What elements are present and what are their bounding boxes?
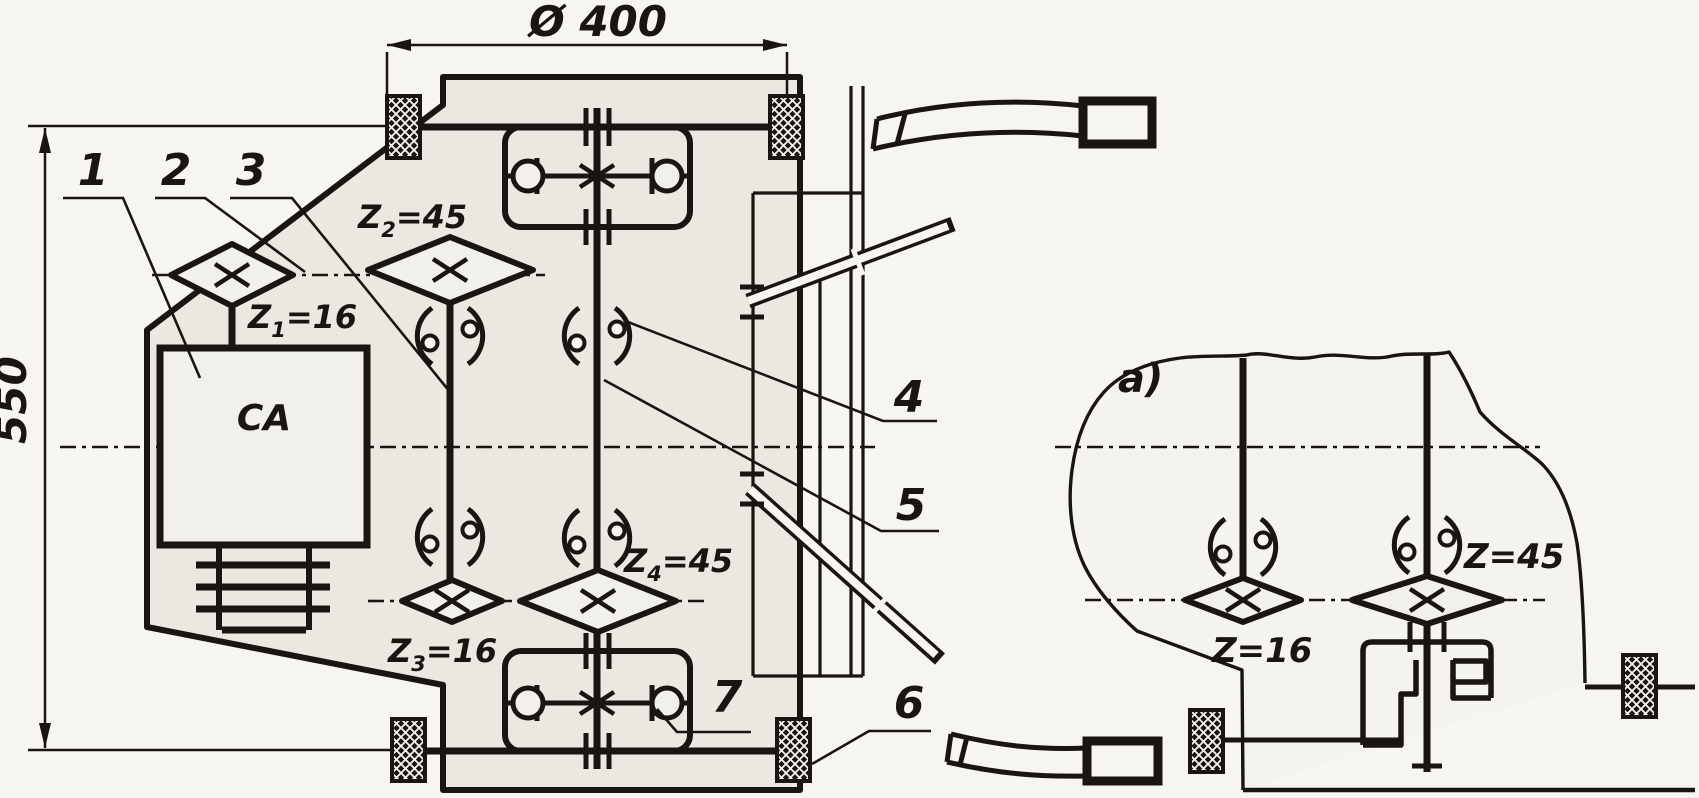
ski-tip-sleeve	[1078, 96, 1157, 149]
callout-6: 6	[894, 678, 925, 729]
label-z1: Z1=16	[247, 298, 357, 342]
front-differential	[502, 108, 693, 245]
satellite-gear	[510, 685, 546, 721]
detail-title: a)	[1118, 356, 1163, 402]
engine-label: CA	[237, 398, 291, 439]
satellite-gear	[510, 158, 546, 194]
track-wheel-rear-left	[390, 717, 427, 783]
dimension-width: Ø 400	[385, 0, 789, 96]
satellite-gear	[649, 158, 685, 194]
track-wheel-rear-right	[775, 717, 812, 783]
track-wheel-front-right	[768, 94, 805, 160]
ski-struts	[740, 216, 956, 665]
callout-2: 2	[161, 145, 192, 196]
engine-box	[156, 344, 371, 549]
detail-track-wheel-right	[1621, 653, 1658, 719]
ski-tube-lower	[944, 731, 1163, 786]
engine-unit: CA	[156, 344, 371, 634]
width-dimension-text: Ø 400	[527, 0, 667, 46]
detail-clutch	[1360, 622, 1494, 769]
rear-differential	[502, 633, 693, 769]
satellite-gear	[649, 685, 685, 721]
height-dimension-text: 550	[0, 356, 36, 444]
detail-label-z16: Z=16	[1211, 631, 1312, 671]
detail-track-wheel-left	[1188, 708, 1225, 774]
label-z4: Z4=45	[623, 542, 733, 586]
detail-view: a) Z=16 Z=45	[1055, 350, 1695, 793]
engine-fins	[196, 545, 330, 634]
callout-3: 3	[236, 145, 267, 196]
callout-5: 5	[896, 480, 927, 531]
ski-tube-upper	[870, 96, 1157, 152]
label-z2: Z2=45	[357, 198, 467, 242]
callouts: 1 2 3 4 5 6 7	[63, 145, 939, 766]
callout-7: 7	[712, 672, 743, 723]
detail-label-z45: Z=45	[1463, 537, 1564, 577]
dimension-height: 550	[0, 124, 390, 752]
bevel-gears	[168, 234, 679, 635]
label-z3: Z3=16	[387, 632, 497, 676]
ski-tip-sleeve	[1082, 736, 1163, 786]
callout-4: 4	[893, 372, 925, 423]
main-view: CA	[0, 0, 1163, 793]
track-wheel-front-left	[385, 94, 422, 160]
callout-1: 1	[78, 145, 109, 196]
